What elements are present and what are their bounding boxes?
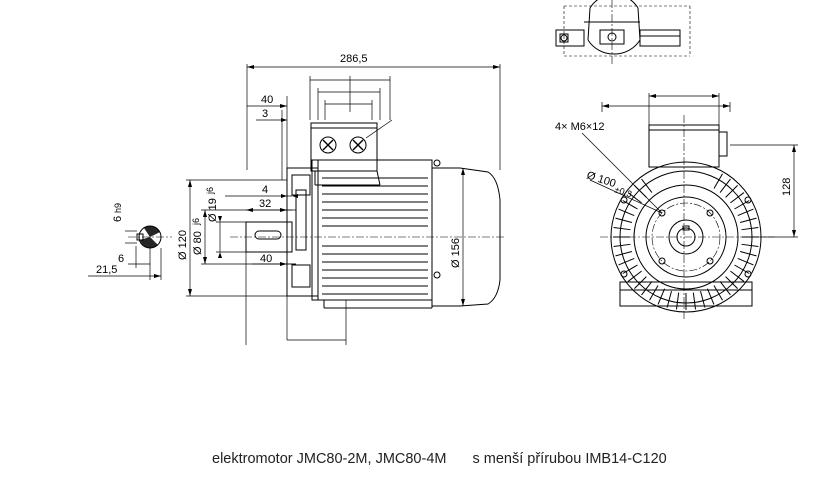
dim-shaft-height: 21,5 (96, 264, 117, 276)
fin-line (692, 292, 697, 310)
fin-line (713, 285, 723, 301)
dim-flange-diameter: Ø 120 (177, 230, 189, 260)
dim-spigot-diameter: Ø 80 (192, 231, 204, 255)
fin-line (622, 264, 638, 274)
fin-line (741, 243, 759, 248)
fin-line (739, 251, 757, 257)
dim-terminal-box-width: 40 (261, 94, 273, 106)
fin-line (700, 290, 706, 308)
front-view: 4× M6×12 Ø 100 ±0.3 128 (555, 93, 798, 320)
fin-line (706, 288, 715, 305)
fin-line (622, 200, 638, 210)
dim-spigot-tolerance: j6 (191, 218, 201, 226)
bolt-spec-label: 4× M6×12 (555, 121, 605, 133)
cooling-fins (322, 177, 428, 295)
fin-line (734, 200, 750, 210)
caption: elektromotor JMC80-2M, JMC80-4M s menší p… (212, 451, 667, 467)
fin-line (615, 217, 633, 223)
fin-line (613, 243, 631, 248)
fin-line (627, 270, 642, 282)
shaft-section: 6 h9 6 21,5 (88, 203, 172, 280)
dim-shaft-length: 32 (259, 198, 271, 210)
fin-line (634, 276, 647, 289)
fin-line (734, 264, 750, 274)
dim-shaft-diameter: Ø 19 (207, 198, 219, 222)
fin-line (739, 217, 757, 223)
fin-line (618, 257, 635, 266)
dim-bolt-circle: Ø 100 (585, 169, 617, 190)
dim-key-offset: 6 (118, 253, 124, 265)
fin-line (649, 285, 659, 301)
fin-line (730, 192, 745, 204)
dim-overall-length: 286,5 (340, 53, 368, 65)
dim-flange-thickness: 40 (260, 253, 272, 265)
fin-line (737, 257, 754, 266)
fin-line (737, 208, 754, 217)
fin-line (613, 226, 631, 231)
caption-model: elektromotor JMC80-2M, JMC80-4M (212, 451, 447, 467)
dim-key-width: 6 (112, 216, 124, 222)
fin-line (615, 251, 633, 257)
fin-line (641, 178, 653, 193)
fin-line (657, 288, 666, 305)
fin-line (675, 292, 680, 310)
side-view: 286,5 40 3 (177, 53, 505, 345)
dim-body-diameter: Ø 156 (450, 238, 462, 268)
dim-axis-height: 128 (781, 178, 793, 196)
fin-line (618, 208, 635, 217)
fin-line (730, 270, 745, 282)
fin-line (725, 185, 738, 198)
fin-line (641, 281, 653, 296)
fin-line (719, 281, 731, 296)
fin-line (713, 173, 723, 189)
dim-shaft-tolerance: j6 (205, 187, 215, 195)
dim-terminal-box-offset: 3 (262, 108, 268, 120)
fin-line (741, 226, 759, 231)
fin-line (719, 178, 731, 193)
dim-flange-gap: 4 (262, 184, 268, 196)
fin-line (725, 276, 738, 289)
caption-flange: s menší přírubou IMB14-C120 (472, 451, 667, 467)
fin-line (666, 290, 672, 308)
fin-line (627, 192, 642, 204)
top-detail-view (555, 0, 691, 64)
dim-key-tolerance: h9 (113, 203, 123, 213)
